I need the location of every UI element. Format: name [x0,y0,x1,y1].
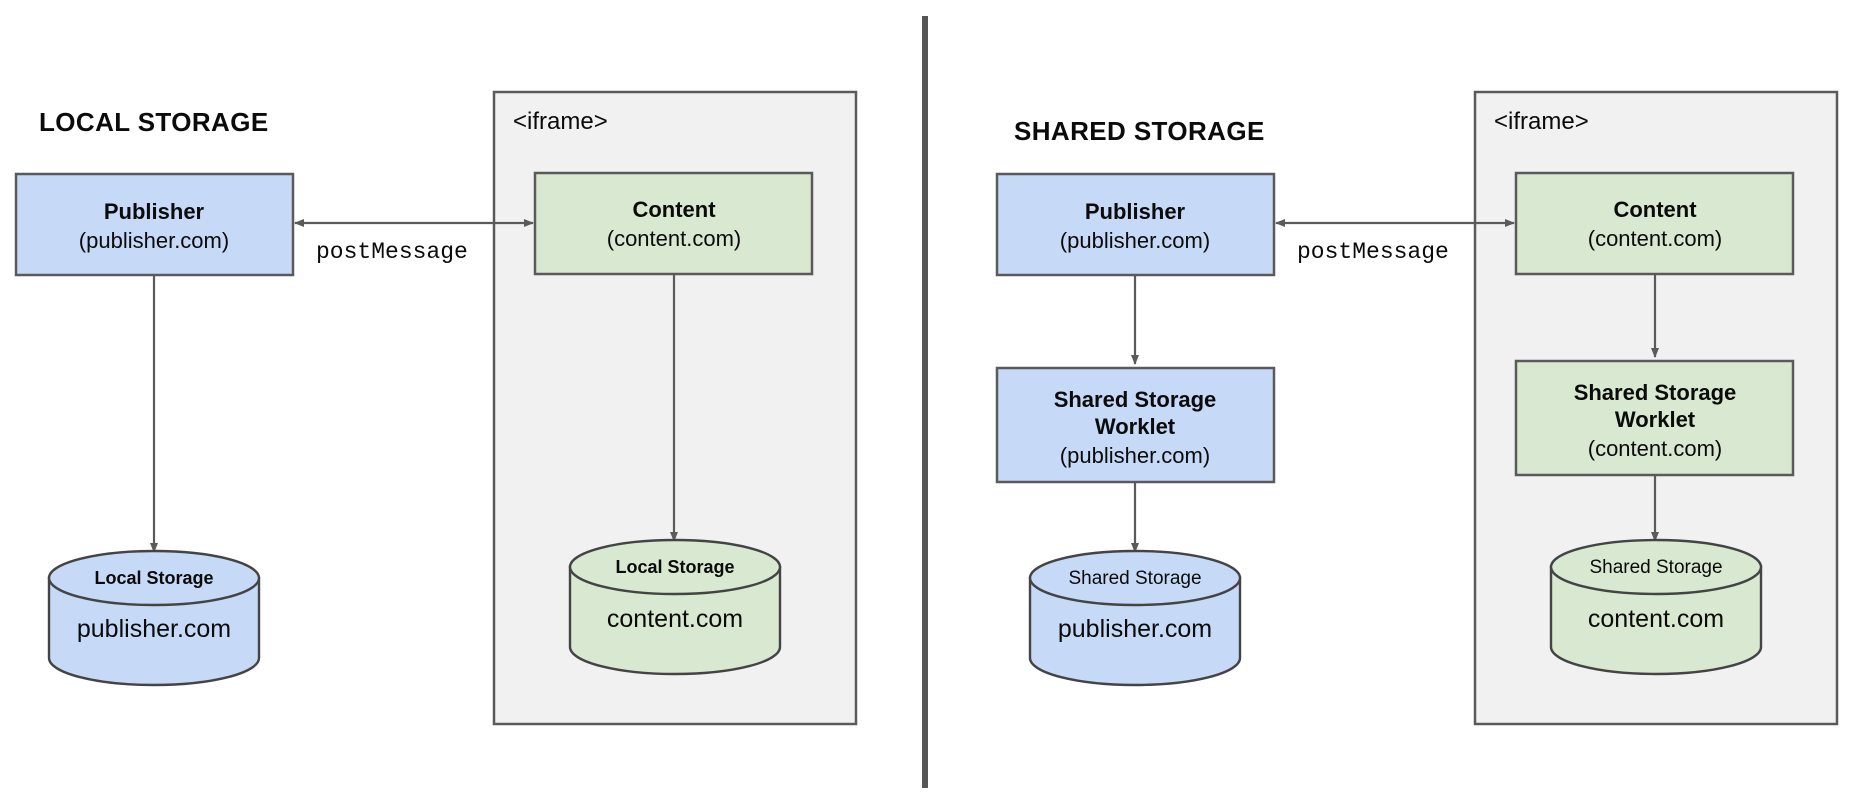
panel-shared-storage: <iframe> SHARED STORAGE Publisher (publi… [995,90,1839,726]
cylinder-shared-storage-content-label: Shared Storage [1589,557,1722,578]
worklet-box-content-subtitle: (content.com) [1588,436,1723,461]
postmessage-label-shared: postMessage [1297,239,1449,265]
cylinder-shared-storage-publisher-label: Shared Storage [1068,568,1201,589]
cylinder-body [47,576,261,687]
vertical-divider [922,16,928,788]
content-box-local-title: Content [632,197,716,222]
cylinder-shared-storage-content-origin: content.com [1588,605,1724,633]
cylinder-local-storage-content[interactable]: Local Storage content.com [568,538,782,676]
publisher-box-shared[interactable] [995,172,1276,277]
content-box-shared-subtitle: (content.com) [1588,226,1723,251]
iframe-label-local: <iframe> [513,108,608,135]
cylinder-top [568,538,782,596]
cylinder-body [1028,576,1242,687]
panel-local-storage: <iframe> LOCAL STORAGE Publisher (publis… [14,90,858,726]
worklet-box-publisher-title-line2: Worklet [1095,414,1176,439]
cylinder-top [47,549,261,607]
cylinder-shared-storage-publisher[interactable]: Shared Storage publisher.com [1028,549,1242,687]
cylinder-local-storage-publisher-origin: publisher.com [77,615,231,643]
cylinder-body [568,565,782,676]
content-box-local-subtitle: (content.com) [607,226,742,251]
cylinder-local-storage-content-label: Local Storage [615,557,734,577]
worklet-box-content[interactable] [1514,359,1795,477]
worklet-box-publisher-title-line1: Shared Storage [1054,387,1217,412]
publisher-box-local-title: Publisher [104,199,205,224]
content-box-local[interactable] [533,171,814,276]
publisher-box-shared-title: Publisher [1085,199,1186,224]
cylinder-body [1549,565,1763,676]
panel-heading-shared-storage: SHARED STORAGE [1014,116,1265,146]
worklet-box-publisher[interactable] [995,366,1276,484]
cylinder-shared-storage-content[interactable]: Shared Storage content.com [1549,538,1763,676]
publisher-box-shared-subtitle: (publisher.com) [1060,228,1210,253]
worklet-box-content-title-line1: Shared Storage [1574,380,1737,405]
cylinder-local-storage-publisher[interactable]: Local Storage publisher.com [47,549,261,687]
cylinder-local-storage-content-origin: content.com [607,605,743,633]
iframe-label-shared: <iframe> [1494,108,1589,135]
content-box-shared[interactable] [1514,171,1795,276]
cylinder-local-storage-publisher-label: Local Storage [94,568,213,588]
cylinder-shared-storage-publisher-origin: publisher.com [1058,615,1212,643]
cylinder-top [1549,538,1763,596]
worklet-box-content-title-line2: Worklet [1615,407,1696,432]
postmessage-label-local: postMessage [316,239,468,265]
publisher-box-local[interactable] [14,172,295,277]
worklet-box-publisher-subtitle: (publisher.com) [1060,443,1210,468]
content-box-shared-title: Content [1613,197,1697,222]
publisher-box-local-subtitle: (publisher.com) [79,228,229,253]
panel-heading-local-storage: LOCAL STORAGE [39,107,269,137]
cylinder-top [1028,549,1242,607]
